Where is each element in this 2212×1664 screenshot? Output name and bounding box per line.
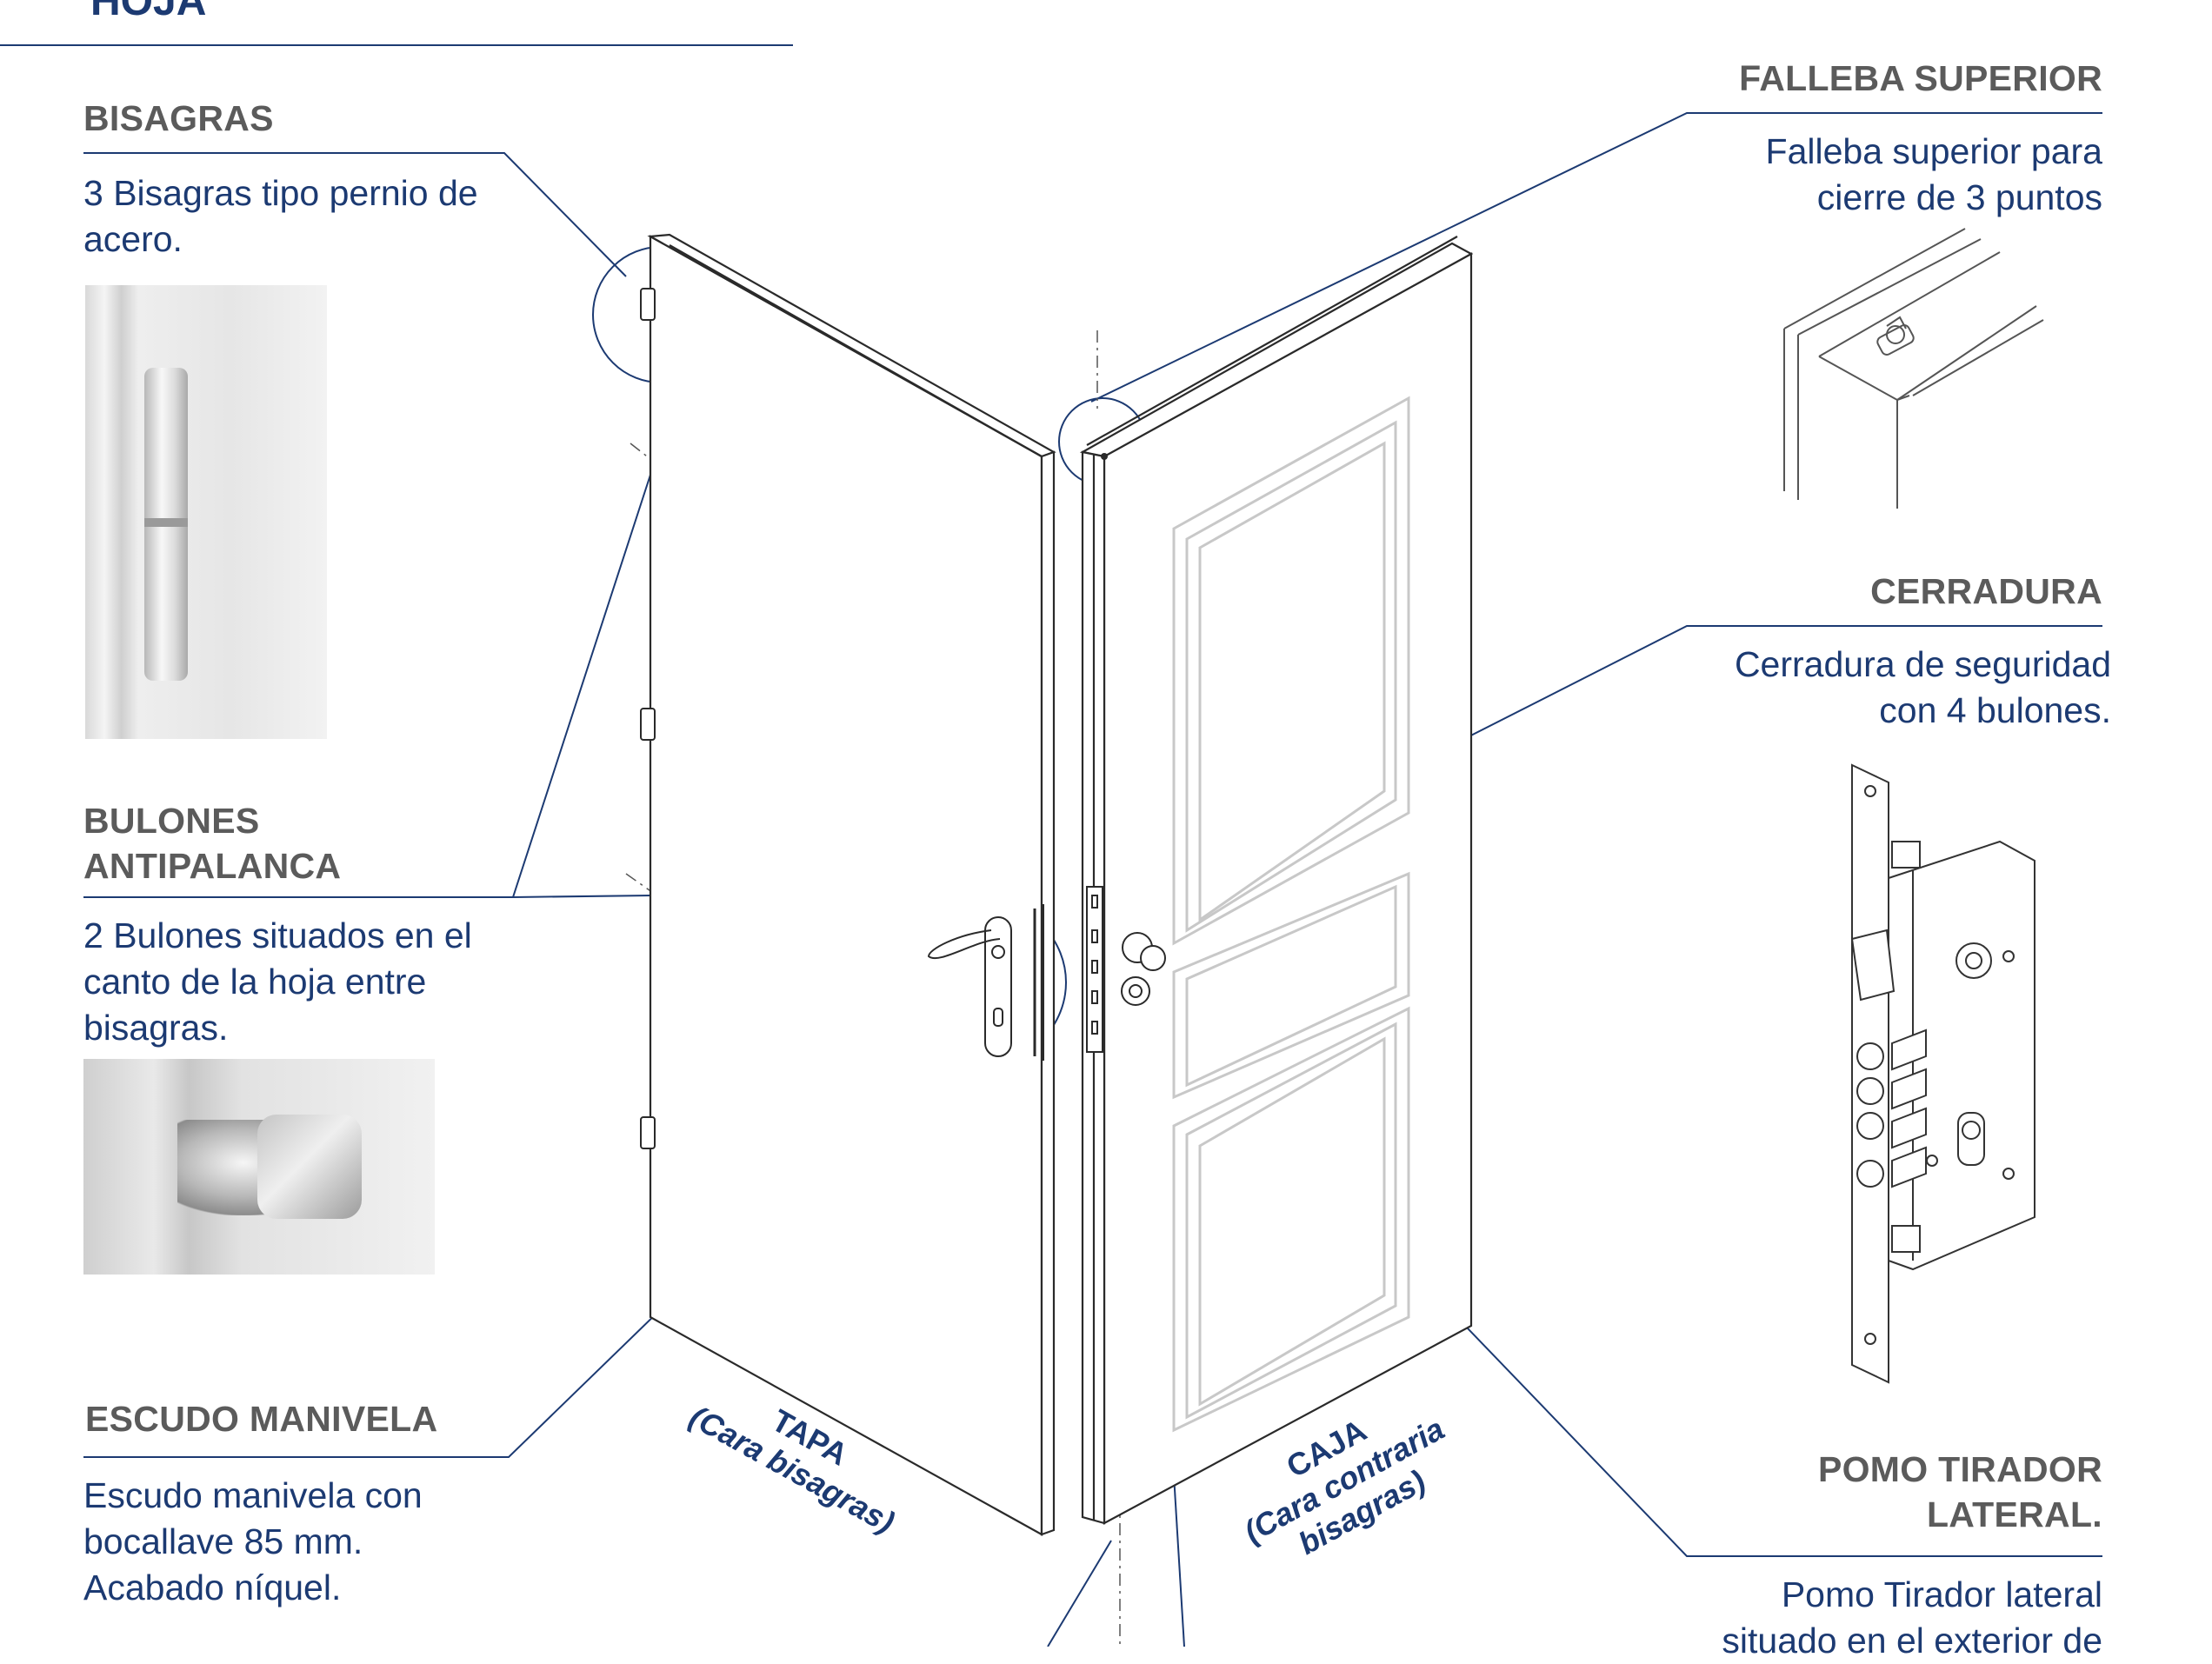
bulones-heading-line-1: BULONES [83, 801, 260, 841]
bulones-heading: BULONES ANTIPALANCA [83, 798, 341, 889]
cerradura-heading: CERRADURA [1870, 571, 2102, 611]
falleba-drawing [1783, 228, 2044, 509]
bulones-description: 2 Bulones situados en el canto de la hoj… [83, 913, 472, 1051]
bisagras-heading: BISAGRAS [83, 98, 274, 138]
cerradura-line-2: con 4 bulones. [1879, 690, 2111, 730]
pomo-line-1: Pomo Tirador lateral [1781, 1574, 2102, 1614]
falleba-leader [1090, 112, 2102, 403]
hinge-middle [640, 708, 656, 741]
bulones-line-1: 2 Bulones situados en el [83, 915, 472, 955]
falleba-description: Falleba superior para cierre de 3 puntos [1766, 129, 2102, 221]
caja-door [1079, 236, 1474, 1525]
falleba-heading: FALLEBA SUPERIOR [1739, 58, 2102, 98]
bisagras-description: 3 Bisagras tipo pernio de acero. [83, 170, 478, 263]
falleba-line-2: cierre de 3 puntos [1816, 177, 2102, 217]
escudo-description: Escudo manivela con bocallave 85 mm. Aca… [83, 1473, 423, 1611]
cerradura-description: Cerradura de seguridad con 4 bulones. [1735, 642, 2111, 734]
bulones-line-2: canto de la hoja entre [83, 962, 427, 1002]
cerradura-line-1: Cerradura de seguridad [1734, 644, 2111, 684]
hinge-top [640, 288, 656, 321]
bisagras-line-2: acero. [83, 219, 183, 259]
cerradura-drawing [1850, 763, 2035, 1384]
bisagras-leader [83, 152, 627, 277]
hinge-photo [85, 285, 327, 739]
hinge-bottom [640, 1116, 656, 1149]
tapa-door [647, 233, 1056, 1536]
escudo-heading: ESCUDO MANIVELA [85, 1399, 438, 1439]
escudo-line-1: Escudo manivela con [83, 1475, 423, 1515]
bisagras-line-1: 3 Bisagras tipo pernio de [83, 173, 478, 213]
pomo-line-2: situado en el exterior de [1722, 1621, 2102, 1661]
pomo-heading-line-1: POMO TIRADOR [1817, 1449, 2102, 1489]
pomo-heading: POMO TIRADOR LATERAL. [1818, 1447, 2102, 1537]
lock-strip [1086, 886, 1103, 1053]
escudo-line-2: bocallave 85 mm. [83, 1521, 363, 1561]
bulones-leader-2 [512, 895, 653, 898]
escudo-line-3: Acabado níquel. [83, 1567, 342, 1607]
door-panels [1172, 396, 1410, 1433]
pomo-heading-line-2: LATERAL. [1926, 1494, 2102, 1534]
bulones-heading-line-2: ANTIPALANCA [83, 846, 342, 886]
bolt-photo [83, 1059, 435, 1275]
bottom-leader-left [1047, 1540, 1112, 1647]
handle-escutcheon [927, 904, 1044, 1061]
bulones-line-3: bisagras. [83, 1008, 229, 1048]
falleba-line-1: Falleba superior para [1765, 131, 2102, 171]
pomo-description: Pomo Tirador lateral situado en el exter… [1722, 1572, 2102, 1664]
page-title: HOJA [90, 0, 207, 24]
